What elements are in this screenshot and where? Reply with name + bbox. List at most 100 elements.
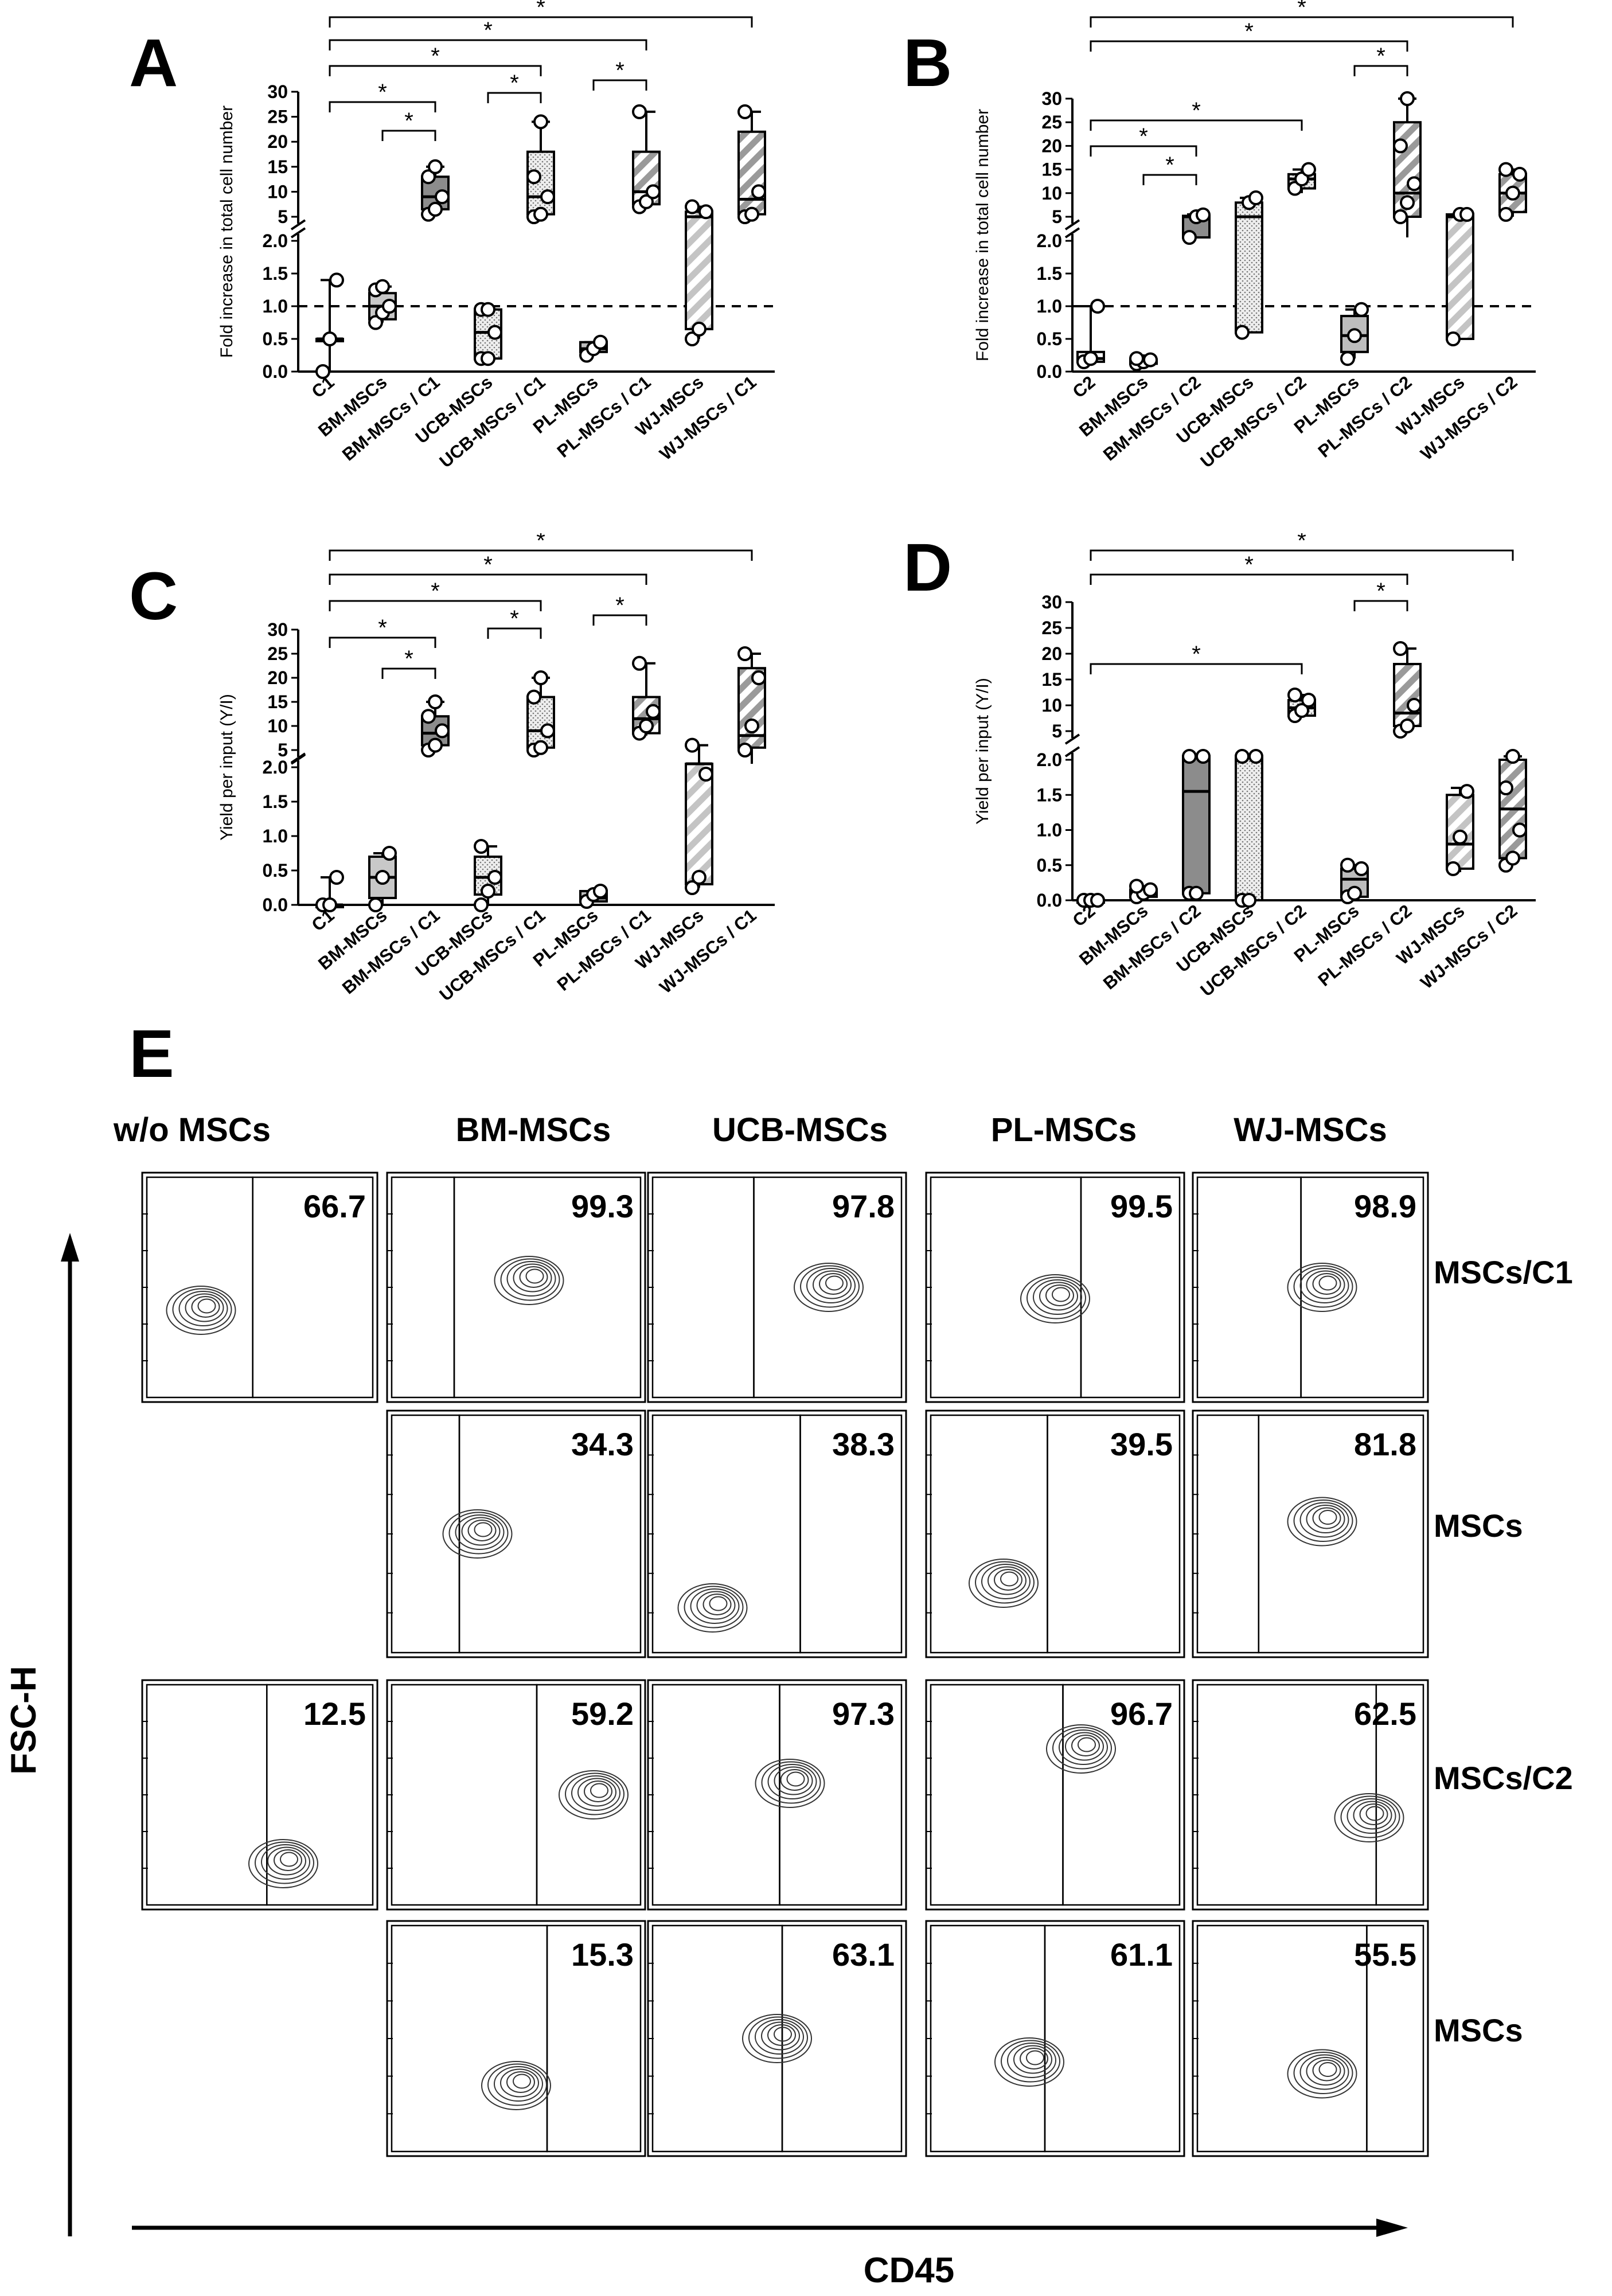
data-point	[1182, 749, 1197, 764]
contour	[1059, 1729, 1108, 1765]
box-c2	[1076, 893, 1105, 908]
y-tick-label: 0.0	[263, 895, 288, 915]
contour	[709, 1596, 728, 1611]
contour	[1293, 1265, 1353, 1308]
contour	[1026, 1276, 1086, 1319]
data-point	[1453, 829, 1467, 845]
contour	[500, 2068, 539, 2098]
axis-break	[1064, 733, 1080, 745]
data-point	[487, 325, 502, 340]
contour	[767, 2024, 796, 2046]
y-tick-label: 2.0	[1037, 231, 1062, 251]
significance-star: *	[483, 18, 493, 43]
y-tick-label: 20	[267, 131, 288, 152]
box-pl-mscs	[579, 884, 608, 909]
contour	[761, 2021, 800, 2051]
y-tick-label: 20	[1041, 135, 1062, 156]
data-point	[751, 670, 766, 685]
box-pl-mscs-c1	[632, 655, 661, 741]
bracket-line	[329, 573, 647, 585]
contour	[577, 1778, 616, 1807]
significance-bracket: *	[1090, 98, 1303, 131]
bracket-line	[487, 92, 542, 103]
contour	[1287, 1497, 1357, 1547]
contour	[525, 1268, 544, 1284]
plot-frame	[386, 1172, 646, 1403]
data-point	[646, 184, 661, 200]
bracket-line	[329, 39, 647, 50]
data-point	[487, 870, 502, 885]
contour	[755, 2019, 804, 2055]
contour	[500, 1258, 560, 1301]
y-tick-label: 10	[1041, 695, 1062, 716]
contour	[513, 2074, 531, 2089]
contour	[584, 1780, 612, 1802]
gate-right	[458, 1414, 642, 1654]
y-tick-label: 0.5	[263, 860, 288, 881]
contour	[280, 1852, 298, 1867]
contour	[494, 2066, 543, 2102]
gate-right	[779, 1684, 903, 1906]
data-point	[1294, 703, 1309, 718]
box	[1182, 755, 1211, 895]
data-point	[1235, 749, 1250, 764]
box	[1235, 201, 1263, 334]
significance-star: *	[378, 80, 387, 105]
data-point	[1248, 190, 1263, 206]
significance-bracket: *	[1142, 153, 1197, 185]
data-point	[526, 689, 541, 705]
data-point	[1498, 162, 1513, 177]
contour	[565, 1772, 624, 1815]
y-tick-label: 2.0	[263, 757, 288, 778]
data-point	[375, 279, 390, 294]
data-point	[329, 272, 344, 288]
box-ucb-mscs	[474, 839, 502, 912]
data-point	[474, 839, 489, 854]
flow-plot: 62.5	[1192, 1679, 1429, 1911]
data-point	[1407, 176, 1422, 192]
bracket-line	[1142, 174, 1197, 185]
contour	[1007, 2043, 1056, 2078]
data-point	[322, 897, 337, 912]
contour	[786, 1771, 805, 1787]
data-point	[692, 870, 707, 885]
flow-plot: 81.8	[1192, 1409, 1429, 1658]
contour	[1033, 1279, 1082, 1315]
contour	[690, 1588, 740, 1624]
contour	[513, 1263, 552, 1293]
significance-star: *	[483, 552, 493, 577]
significance-star: *	[378, 615, 387, 641]
flow-plot: 59.2	[386, 1679, 646, 1911]
box-ucb-mscs-c1	[526, 670, 555, 757]
y-tick-label: 30	[1041, 592, 1062, 612]
bracket-line	[1090, 119, 1303, 131]
contour	[1346, 1798, 1396, 1834]
contour	[481, 2061, 551, 2110]
gate-percentage: 97.8	[832, 1188, 895, 1224]
plot-frame	[925, 1679, 1185, 1911]
data-point	[685, 331, 700, 346]
flow-plot: 63.1	[647, 1920, 907, 2157]
contour	[506, 1261, 556, 1297]
y-tick-label: 25	[267, 643, 288, 664]
gate-right	[1044, 1924, 1181, 2153]
contour	[1020, 1274, 1090, 1323]
contour	[994, 2037, 1064, 2087]
flow-plot: 15.3	[386, 1920, 646, 2157]
y-tick-label: 15	[267, 692, 288, 712]
significance-bracket: *	[381, 108, 436, 141]
contour	[506, 2071, 535, 2093]
box	[685, 210, 713, 330]
contour	[261, 1844, 310, 1880]
panel-e-label: E	[129, 1016, 174, 1092]
plot-frame	[925, 1172, 1185, 1403]
plot-frame	[141, 1679, 378, 1911]
data-point	[1196, 207, 1211, 222]
x-tick-label: C2	[1069, 372, 1099, 402]
bracket-line	[329, 549, 753, 561]
contour	[455, 1514, 505, 1550]
box-pl-mscs-c2	[1393, 91, 1422, 237]
significance-star: *	[510, 71, 519, 96]
box	[526, 696, 555, 749]
